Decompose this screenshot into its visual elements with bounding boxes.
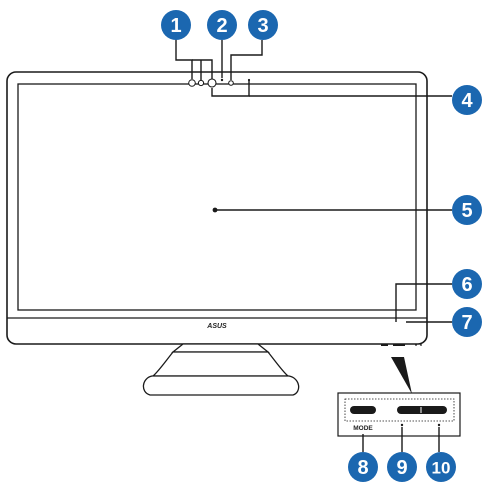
callout-number-4: 4 <box>461 90 473 112</box>
volume-button[interactable] <box>397 406 447 414</box>
callout-badge-3: 3 <box>248 10 278 40</box>
stand-base <box>142 375 300 396</box>
callout-number-2: 2 <box>216 15 227 37</box>
bottom-edge-buttons <box>381 344 422 346</box>
callout-badge-10: 10 <box>426 452 456 482</box>
callout-badge-8: 8 <box>348 452 378 482</box>
callout-badge-7: 7 <box>452 307 482 337</box>
leader-lines <box>175 38 452 452</box>
leader-line-1b <box>192 59 213 79</box>
callout-number-5: 5 <box>461 200 472 222</box>
callout-badge-2: 2 <box>207 10 237 40</box>
display-screen <box>17 83 417 311</box>
mic-dot-small <box>415 344 417 346</box>
stand-neck <box>171 343 270 353</box>
leader-line-1 <box>175 38 193 79</box>
camera-lens-main <box>207 78 217 88</box>
inset-frame <box>337 392 461 437</box>
stand-neck-body <box>151 351 290 377</box>
callout-number-3: 3 <box>257 15 268 37</box>
camera-lens-left <box>188 79 196 87</box>
volume-button-small[interactable] <box>393 344 405 346</box>
callout-badge-5: 5 <box>452 195 482 225</box>
callout-number-9: 9 <box>396 457 407 479</box>
mode-button[interactable] <box>350 406 376 414</box>
power-led <box>437 423 441 427</box>
callout-number-7: 7 <box>461 312 472 334</box>
monitor-stand <box>142 343 300 396</box>
camera-sensor <box>228 80 234 86</box>
callout-number-8: 8 <box>357 457 368 479</box>
leader-dot-5 <box>212 207 218 213</box>
callout-badge-9: 9 <box>387 452 417 482</box>
camera-indicator <box>220 78 224 82</box>
leader-line-6 <box>395 283 452 322</box>
mode-label: MODE <box>353 425 373 432</box>
callout-badge-6: 6 <box>452 269 482 299</box>
brand-logo: ASUS <box>206 323 227 330</box>
leader-line-3 <box>230 40 263 80</box>
microphone-hole <box>400 423 404 427</box>
callout-number-1: 1 <box>170 15 181 37</box>
callout-number-6: 6 <box>461 274 472 296</box>
monitor: ASUS <box>6 71 428 345</box>
zoom-inset-panel: MODE <box>337 392 461 437</box>
mode-button-small[interactable] <box>381 344 388 346</box>
led-dot-small <box>420 344 422 346</box>
inset-dashed-border <box>344 398 455 422</box>
zoom-pointer <box>391 357 412 394</box>
callout-badges: 1 2 3 4 5 6 7 8 <box>161 10 482 482</box>
camera-lens-middle <box>197 79 205 87</box>
callout-badge-4: 4 <box>452 85 482 115</box>
callout-number-10: 10 <box>432 459 451 478</box>
leader-line-4 <box>211 80 250 97</box>
callout-badge-1: 1 <box>161 10 191 40</box>
